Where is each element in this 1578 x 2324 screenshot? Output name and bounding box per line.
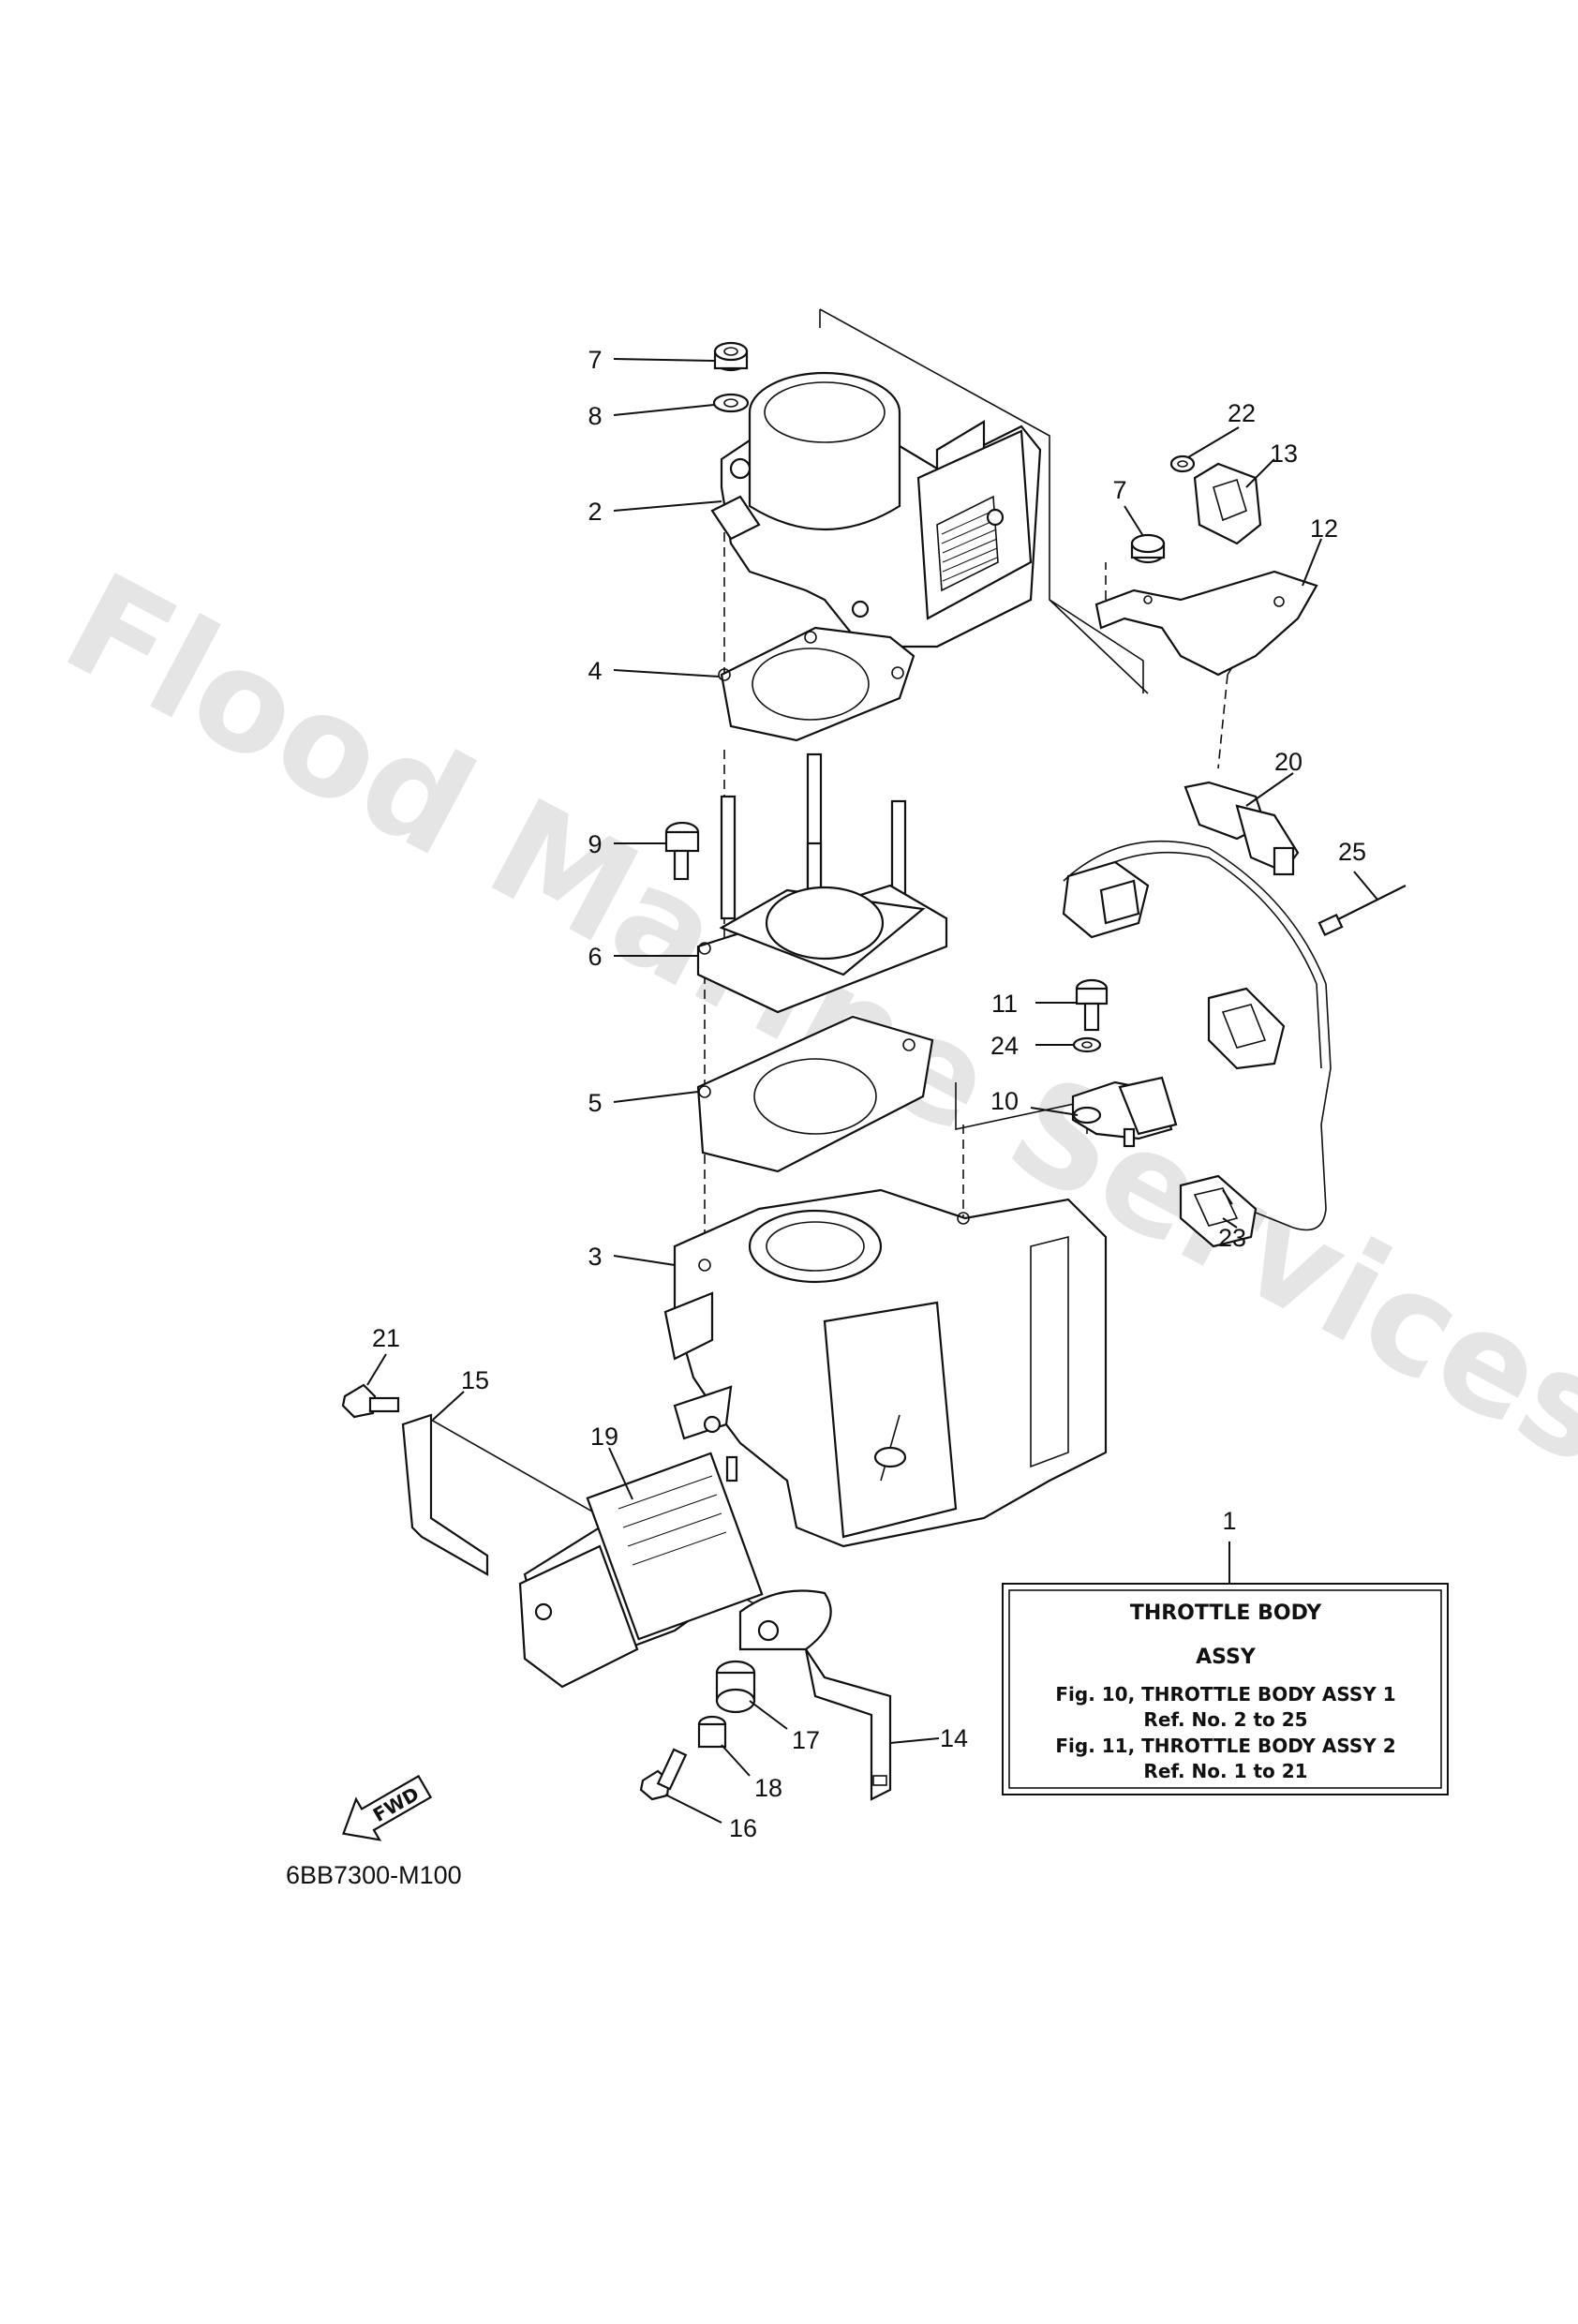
assy-legend-box: THROTTLE BODY ASSY Fig. 10, THROTTLE BOD… xyxy=(1002,1583,1449,1795)
callout-17: 17 xyxy=(792,1726,820,1754)
part-4-gasket xyxy=(718,626,916,742)
callout-24: 24 xyxy=(990,1032,1019,1060)
callout-20: 20 xyxy=(1274,748,1303,776)
legend-title-line1: THROTTLE BODY xyxy=(1130,1601,1322,1625)
part-8-washer xyxy=(712,393,750,413)
callout-5: 5 xyxy=(588,1089,602,1117)
callout-6: 6 xyxy=(588,943,602,971)
part-17-grommet xyxy=(715,1660,756,1714)
callout-7a: 7 xyxy=(588,346,602,374)
part-6-adaptor-plate xyxy=(696,884,948,1014)
callout-13: 13 xyxy=(1270,439,1298,468)
part-13-cap xyxy=(1193,462,1262,545)
part-24-washer xyxy=(1072,1036,1102,1053)
part-21-bolt xyxy=(341,1383,400,1419)
callout-9: 9 xyxy=(588,830,602,858)
fwd-arrow: FWD xyxy=(342,1774,433,1841)
legend-ref2-range: Ref. No. 1 to 21 xyxy=(1143,1760,1307,1782)
callout-1: 1 xyxy=(1222,1507,1236,1535)
legend-ref1: Fig. 10, THROTTLE BODY ASSY 1 xyxy=(1055,1683,1395,1706)
figure-code: 6BB7300-M100 xyxy=(286,1861,462,1889)
callout-labels: 7 8 2 4 9 6 5 3 1 7 22 13 12 20 25 11 24… xyxy=(372,346,1366,1842)
part-16-bolt xyxy=(639,1748,688,1801)
part-19-silencer xyxy=(518,1452,764,1689)
callout-3: 3 xyxy=(588,1243,602,1271)
part-20-sensor xyxy=(1184,781,1300,876)
legend-title-line2: ASSY xyxy=(1196,1646,1257,1669)
leader-lines xyxy=(366,358,1378,1824)
part-10-sensor xyxy=(1071,1076,1178,1148)
part-14-lever xyxy=(738,1589,892,1801)
part-12-bracket xyxy=(1094,570,1318,677)
callout-15: 15 xyxy=(461,1366,489,1394)
callout-8: 8 xyxy=(588,402,602,430)
part-5-gasket xyxy=(696,1015,934,1173)
part-11-screw xyxy=(1075,978,1109,1032)
part-9-bolt xyxy=(664,821,700,881)
legend-ref1-range: Ref. No. 2 to 25 xyxy=(1143,1708,1307,1731)
part-22-nut xyxy=(1169,454,1196,473)
callout-18: 18 xyxy=(754,1774,782,1802)
part-23-wiring-harness xyxy=(1062,840,1332,1248)
callout-19: 19 xyxy=(590,1423,618,1451)
callout-14: 14 xyxy=(940,1724,968,1752)
part-7-nut-right xyxy=(1130,533,1166,564)
callout-11: 11 xyxy=(991,990,1018,1018)
callout-7b: 7 xyxy=(1112,476,1126,504)
callout-4: 4 xyxy=(588,657,602,685)
callout-12: 12 xyxy=(1310,514,1338,543)
callout-23: 23 xyxy=(1218,1224,1246,1252)
callout-16: 16 xyxy=(729,1814,757,1842)
part-25-cable-tie xyxy=(1317,885,1407,937)
legend-ref2: Fig. 11, THROTTLE BODY ASSY 2 xyxy=(1055,1735,1395,1757)
callout-25: 25 xyxy=(1338,838,1366,866)
callout-10: 10 xyxy=(990,1087,1019,1115)
callout-2: 2 xyxy=(588,498,602,526)
part-2-throttle-body xyxy=(710,371,1042,648)
callout-21: 21 xyxy=(372,1324,400,1352)
part-7-nut xyxy=(713,341,749,372)
part-18-collar xyxy=(697,1715,727,1749)
part-3-intake-manifold xyxy=(663,1188,1108,1548)
callout-22: 22 xyxy=(1228,399,1256,427)
